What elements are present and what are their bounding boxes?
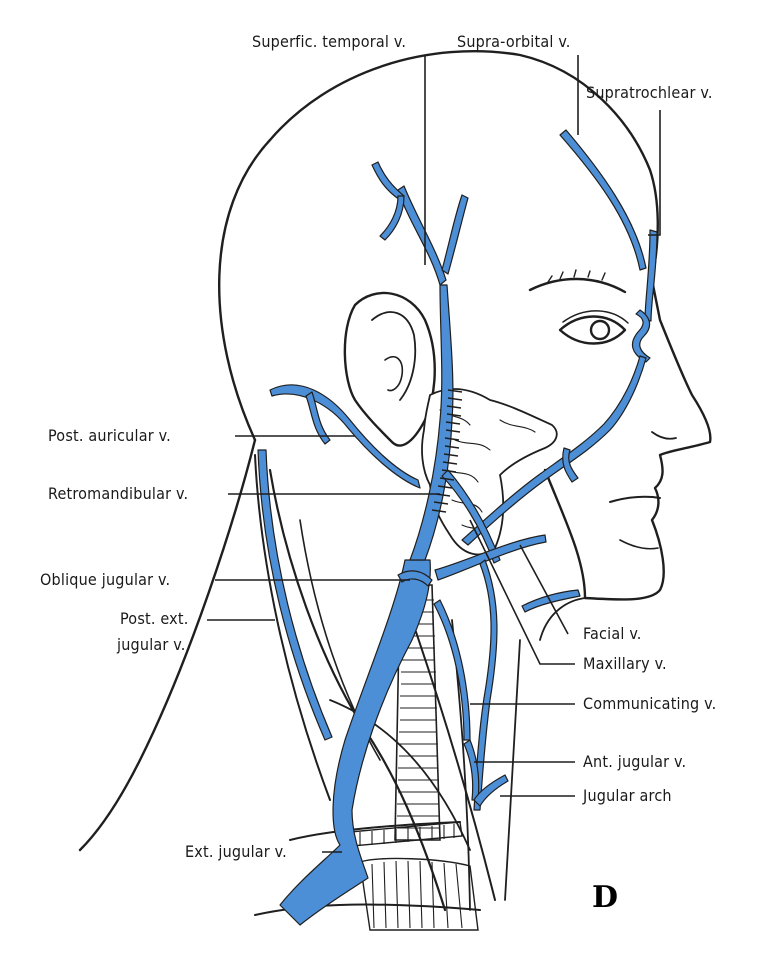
figure-letter: D xyxy=(592,880,619,915)
communicating-vein xyxy=(434,534,547,581)
mouth xyxy=(609,495,661,503)
veins xyxy=(257,129,658,926)
ear xyxy=(343,291,436,447)
maxillary-vein xyxy=(441,469,501,564)
eye xyxy=(558,315,627,345)
label-facial-vein: Facial v. xyxy=(583,624,642,643)
retromandibular-vein xyxy=(409,284,454,561)
jaw-outline xyxy=(543,468,587,600)
anterior-jugular-vein xyxy=(463,739,480,801)
label-posterior-auricular-vein: Post. auricular v. xyxy=(48,426,171,445)
supra-orbital-vein xyxy=(559,129,647,271)
label-superficial-temporal-vein: Superfic. temporal v. xyxy=(252,32,407,51)
external-jugular-vein xyxy=(279,559,431,926)
label-jugular-arch: Jugular arch xyxy=(583,786,672,805)
posterior-auricular-vein xyxy=(269,384,421,489)
posterior-external-jugular-vein xyxy=(257,449,333,741)
label-communicating-vein: Communicating v. xyxy=(583,694,717,713)
hatched-segment xyxy=(431,389,463,513)
label-oblique-jugular-vein: Oblique jugular v. xyxy=(40,570,171,589)
brow xyxy=(528,277,627,294)
label-maxillary-vein: Maxillary v. xyxy=(583,654,667,673)
head-outline xyxy=(217,50,712,601)
label-external-jugular-vein: Ext. jugular v. xyxy=(185,842,287,861)
back-neck-outline xyxy=(78,438,257,852)
label-anterior-jugular-vein: Ant. jugular v. xyxy=(583,752,687,771)
trachea xyxy=(349,584,479,931)
jugular-arch xyxy=(473,774,509,807)
label-retromandibular-vein: Retromandibular v. xyxy=(48,484,189,503)
label-posterior-external-jugular-line1: Post. ext. xyxy=(120,609,189,628)
leader-lines xyxy=(207,55,661,853)
supratrochlear-vein xyxy=(644,229,658,322)
label-supra-orbital-vein: Supra-orbital v. xyxy=(457,32,571,51)
clavicle xyxy=(289,821,461,841)
label-supratrochlear-vein: Supratrochlear v. xyxy=(586,83,713,102)
label-posterior-external-jugular-line2: jugular v. xyxy=(117,635,186,654)
